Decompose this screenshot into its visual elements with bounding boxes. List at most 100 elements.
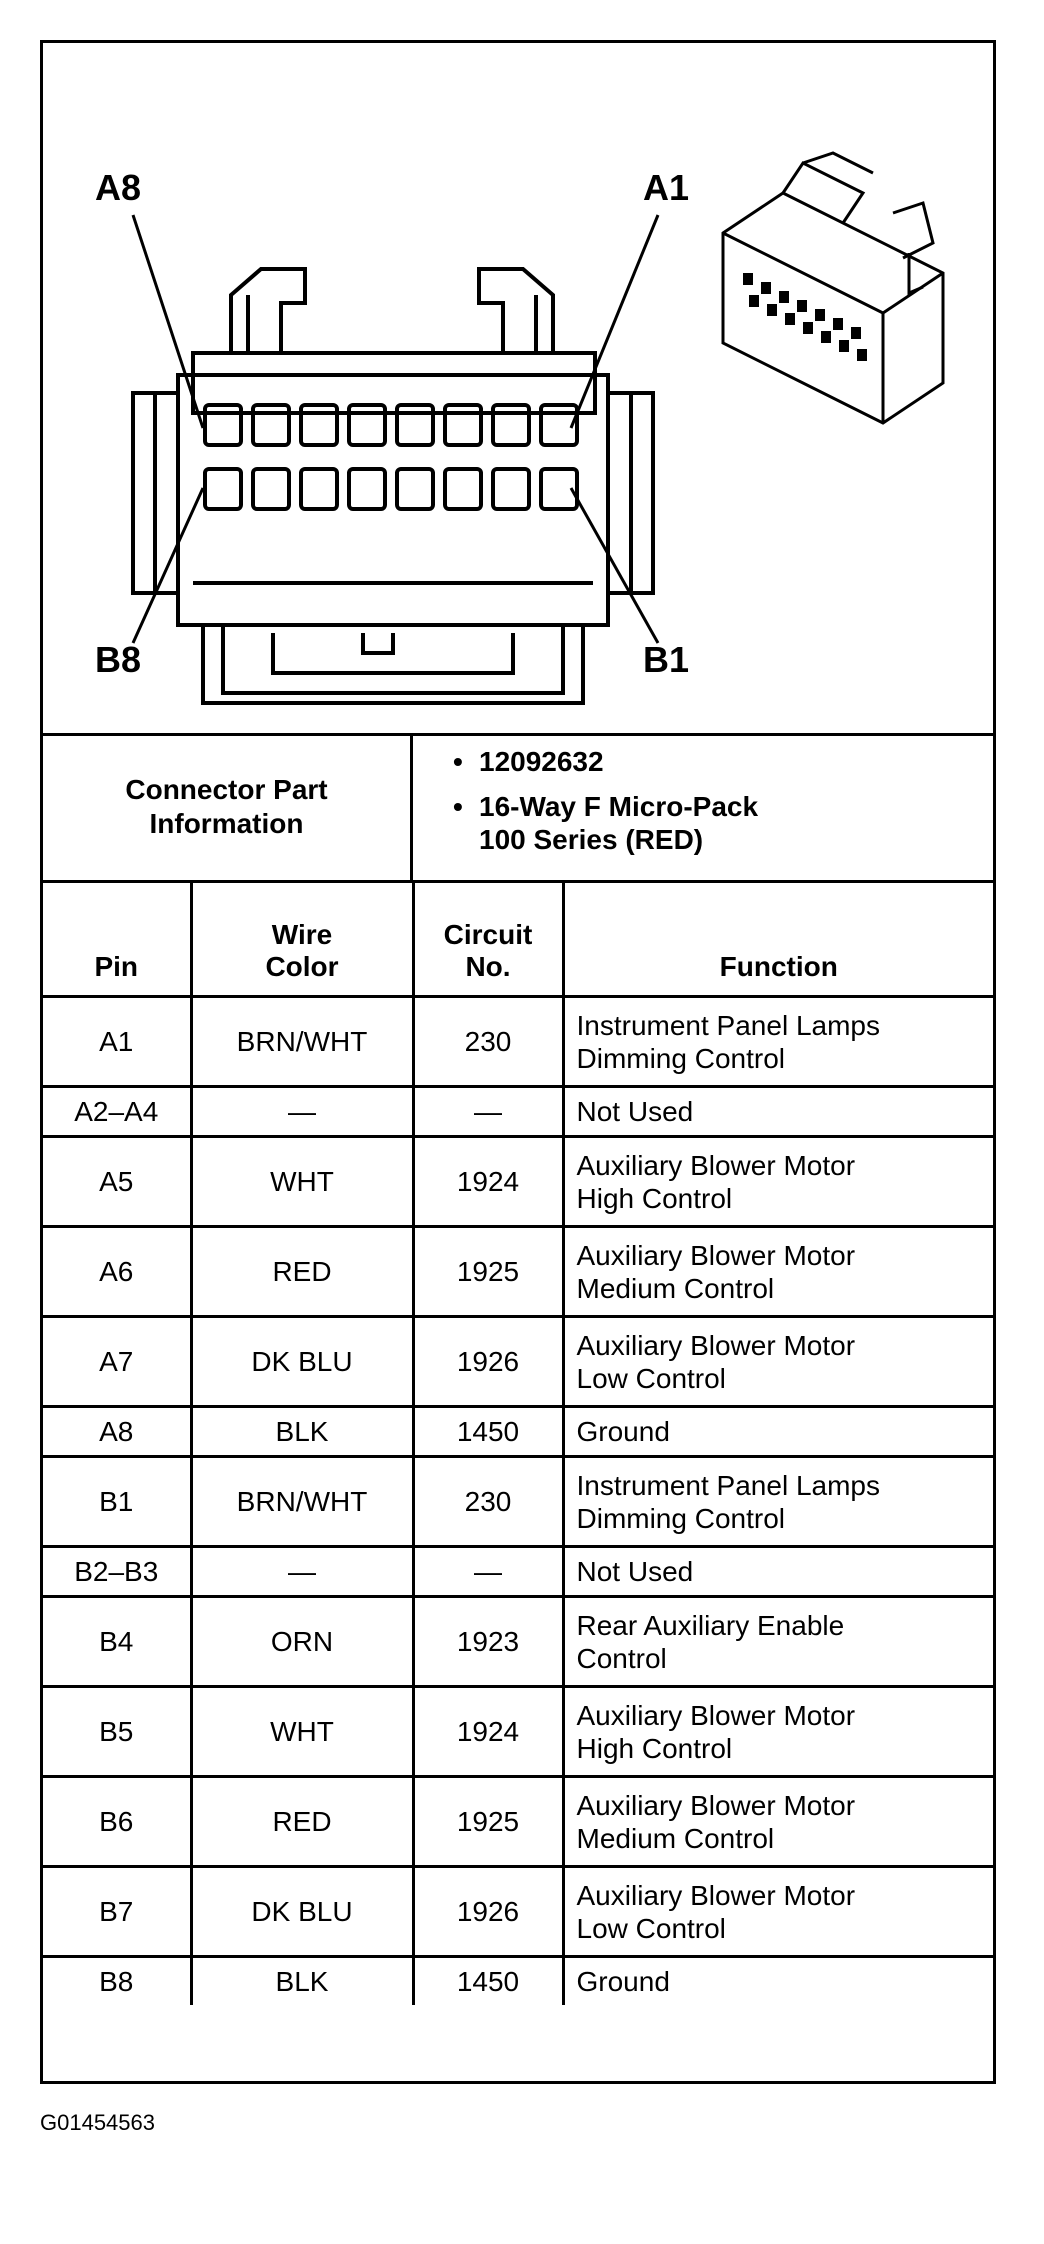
header-pin: Pin — [43, 883, 193, 998]
icon-pin-cell — [839, 340, 849, 352]
wire-color-cell: DK BLU — [189, 1865, 415, 1958]
circuit-cell: — — [411, 1085, 565, 1138]
icon-pin-cell — [761, 282, 771, 294]
circuit-cell: 1450 — [411, 1405, 565, 1458]
pin-cell: B1 — [43, 1455, 193, 1548]
circuit-cell: — — [411, 1545, 565, 1598]
table-header-row: Pin Wire Color Circuit No. Function — [43, 883, 993, 998]
function-line2: Low Control — [576, 1362, 726, 1394]
label-b8: B8 — [95, 639, 142, 680]
circuit-cell: 230 — [411, 995, 565, 1088]
pin-cell: B8 — [43, 1955, 193, 2005]
function-line1: Auxiliary Blower Motor — [576, 1879, 856, 1911]
wire-color-cell: RED — [189, 1775, 415, 1868]
function-line1: Ground — [576, 1416, 670, 1447]
connector-face-diagram: A8 A1 B8 B1 — [43, 43, 993, 736]
pin-cavity — [203, 403, 243, 447]
label-a8: A8 — [95, 167, 142, 208]
wire-color-cell: RED — [189, 1225, 415, 1318]
function-line1: Auxiliary Blower Motor — [576, 1149, 856, 1181]
wire-color-cell: BRN/WHT — [189, 995, 415, 1088]
icon-pin-cell — [833, 318, 843, 330]
pin-cell: B2–B3 — [43, 1545, 193, 1598]
function-line1: Not Used — [576, 1096, 694, 1127]
pin-cavity — [347, 403, 387, 447]
function-line1: Ground — [576, 1966, 670, 1997]
connector-face-drawing — [131, 151, 945, 705]
icon-pin-cell — [785, 313, 795, 325]
connector-info-heading: Connector Part Information — [43, 733, 413, 880]
connector-info-heading-line1: Connector Part — [125, 773, 328, 805]
pin-cell: A5 — [43, 1135, 193, 1228]
icon-pin-cell — [815, 309, 825, 321]
connector-part-information: Connector Part Information • 12092632 • … — [43, 733, 993, 883]
pin-cavity — [491, 403, 531, 447]
function-line1: Instrument Panel Lamps — [576, 1009, 881, 1041]
pin-cell: A6 — [43, 1225, 193, 1318]
wire-color-cell: DK BLU — [189, 1315, 415, 1408]
pin-cavity — [203, 467, 243, 511]
icon-pin-cell — [743, 273, 753, 285]
pin-cell: B4 — [43, 1595, 193, 1688]
wire-color-cell: BRN/WHT — [189, 1455, 415, 1548]
function-cell: Not Used — [561, 1545, 993, 1598]
pin-cell: B5 — [43, 1685, 193, 1778]
table-row: B2–B3——Not Used — [43, 1545, 993, 1598]
pin-cavity — [539, 467, 579, 511]
circuit-cell: 1923 — [411, 1595, 565, 1688]
pin-cell: A7 — [43, 1315, 193, 1408]
function-line1: Auxiliary Blower Motor — [576, 1789, 856, 1821]
part-number-row: • 12092632 — [453, 745, 993, 778]
pin-cavity — [443, 467, 483, 511]
pin-cell: A1 — [43, 995, 193, 1088]
pin-cavity — [539, 403, 579, 447]
pin-cavity — [395, 403, 435, 447]
description-line1: 16-Way F Micro-Pack — [479, 791, 759, 822]
circuit-cell: 1925 — [411, 1225, 565, 1318]
function-line1: Rear Auxiliary Enable — [576, 1609, 845, 1641]
wire-color-cell: WHT — [189, 1685, 415, 1778]
function-line2: Dimming Control — [576, 1502, 786, 1534]
pin-cavity — [251, 467, 291, 511]
function-line1: Auxiliary Blower Motor — [576, 1329, 856, 1361]
part-number: 12092632 — [479, 746, 604, 777]
pin-cell: A8 — [43, 1405, 193, 1458]
wire-color-cell: BLK — [189, 1405, 415, 1458]
circuit-cell: 1924 — [411, 1685, 565, 1778]
icon-pin-cell — [857, 349, 867, 361]
connector-info-heading-line2: Information — [149, 807, 304, 839]
icon-pin-cell — [779, 291, 789, 303]
icon-pin-cell — [821, 331, 831, 343]
circuit-cell: 1924 — [411, 1135, 565, 1228]
function-cell: Not Used — [561, 1085, 993, 1138]
figure-id: G01454563 — [40, 2110, 155, 2135]
pin-cavity — [347, 467, 387, 511]
header-circuit-no: Circuit No. — [411, 883, 565, 998]
label-a1: A1 — [643, 167, 690, 208]
wire-color-cell: WHT — [189, 1135, 415, 1228]
circuit-cell: 1925 — [411, 1775, 565, 1868]
pin-cavity — [491, 467, 531, 511]
pin-cavities — [203, 403, 579, 511]
function-line2: Low Control — [576, 1912, 726, 1944]
pin-cavity — [443, 403, 483, 447]
function-cell: Ground — [561, 1405, 993, 1458]
bullet: • — [453, 791, 463, 822]
circuit-cell: 1926 — [411, 1315, 565, 1408]
function-cell: Ground — [561, 1955, 993, 2005]
header-function: Function — [561, 883, 993, 998]
circuit-cell: 230 — [411, 1455, 565, 1548]
wire-color-cell: BLK — [189, 1955, 415, 2005]
wire-color-cell: ORN — [189, 1595, 415, 1688]
